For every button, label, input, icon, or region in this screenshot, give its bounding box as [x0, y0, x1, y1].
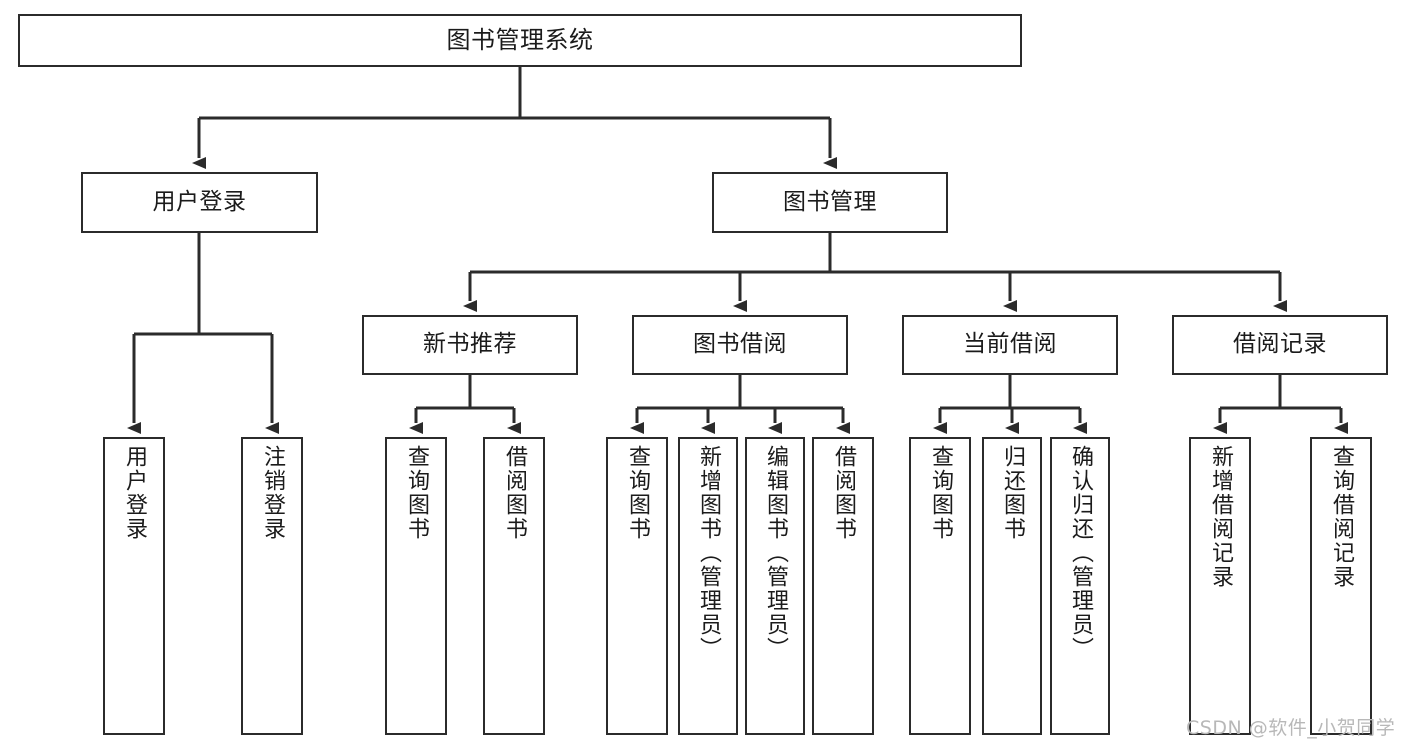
node-label: 新增借阅记录 [1208, 445, 1233, 589]
node-label: 图书管理系统 [446, 26, 594, 55]
leaf-borrow-book-newbook[interactable]: 借阅图书 [483, 437, 545, 735]
node-label: 借阅记录 [1233, 331, 1327, 358]
node-label: 新增图书（管理员） [696, 445, 721, 661]
node-book-management[interactable]: 图书管理 [712, 172, 948, 233]
node-book-borrow[interactable]: 图书借阅 [632, 315, 848, 375]
node-label: 查询图书 [928, 445, 953, 541]
node-label: 查询图书 [625, 445, 650, 541]
node-label: 确认归还（管理员） [1068, 445, 1093, 661]
node-label: 用户登录 [152, 188, 247, 215]
leaf-return-book[interactable]: 归还图书 [982, 437, 1042, 735]
csdn-watermark: CSDN @软件_小贺同学 [1186, 717, 1396, 739]
leaf-query-borrow-record[interactable]: 查询借阅记录 [1310, 437, 1372, 735]
node-label: 查询图书 [404, 445, 429, 541]
leaf-query-book-newbook[interactable]: 查询图书 [385, 437, 447, 735]
node-label: 图书借阅 [693, 331, 787, 358]
node-label: 借阅图书 [502, 445, 527, 541]
node-label: 用户登录 [122, 445, 147, 541]
node-label: 注销登录 [260, 445, 285, 541]
node-current-borrow[interactable]: 当前借阅 [902, 315, 1118, 375]
node-borrow-record[interactable]: 借阅记录 [1172, 315, 1388, 375]
leaf-logout[interactable]: 注销登录 [241, 437, 303, 735]
node-label: 编辑图书（管理员） [763, 445, 788, 661]
node-label: 归还图书 [1000, 445, 1025, 541]
node-label: 新书推荐 [423, 331, 517, 358]
node-new-book-recommend[interactable]: 新书推荐 [362, 315, 578, 375]
leaf-query-book-borrow[interactable]: 查询图书 [606, 437, 668, 735]
node-label: 图书管理 [783, 188, 877, 215]
node-label: 借阅图书 [831, 445, 856, 541]
node-user-login[interactable]: 用户登录 [81, 172, 318, 233]
node-root-system[interactable]: 图书管理系统 [18, 14, 1022, 67]
leaf-add-borrow-record[interactable]: 新增借阅记录 [1189, 437, 1251, 735]
node-label: 当前借阅 [963, 331, 1057, 358]
leaf-query-book-current[interactable]: 查询图书 [909, 437, 971, 735]
leaf-borrow-book[interactable]: 借阅图书 [812, 437, 874, 735]
leaf-user-login[interactable]: 用户登录 [103, 437, 165, 735]
node-label: 查询借阅记录 [1329, 445, 1354, 589]
leaf-add-book-admin[interactable]: 新增图书（管理员） [678, 437, 738, 735]
leaf-edit-book-admin[interactable]: 编辑图书（管理员） [745, 437, 805, 735]
leaf-confirm-return-admin[interactable]: 确认归还（管理员） [1050, 437, 1110, 735]
